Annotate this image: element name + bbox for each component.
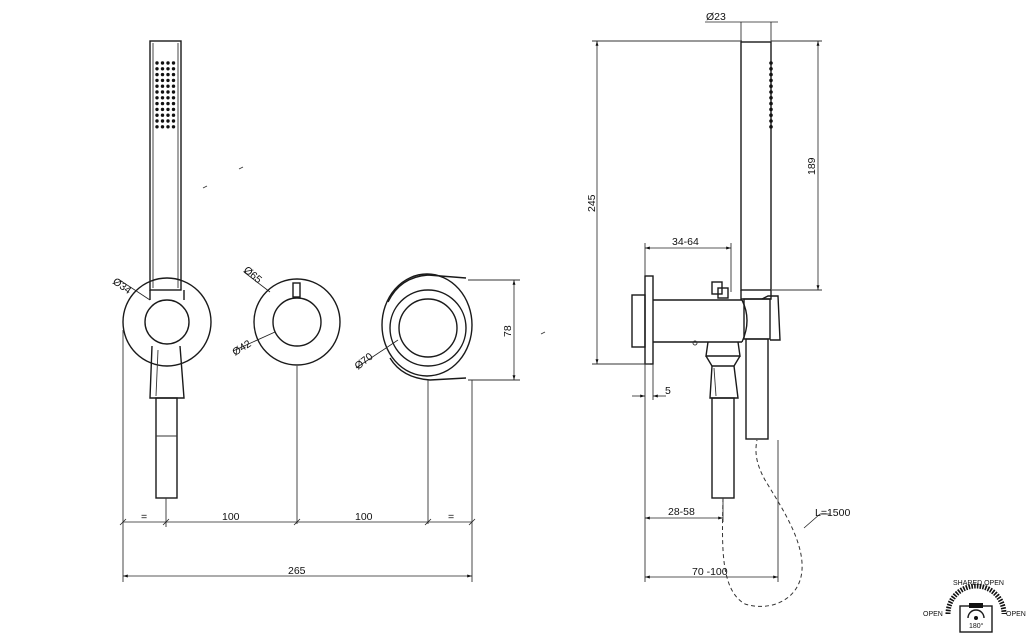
dimension-tick	[162, 518, 170, 526]
nozzle-dot-side	[769, 119, 773, 123]
legend-open-right: OPEN	[1006, 611, 1026, 618]
legend-open-left: OPEN	[923, 611, 943, 618]
nozzle-dot	[166, 67, 170, 71]
nozzle-dot	[155, 78, 159, 83]
nozzle-dot-side	[769, 84, 773, 88]
nozzle-dot	[160, 61, 165, 65]
nozzle-dot	[160, 101, 165, 106]
nozzle-dot	[160, 67, 165, 71]
dim-t5: 5	[665, 385, 671, 397]
nozzle-dot	[166, 61, 170, 65]
nozzle-dot	[171, 119, 176, 123]
dim-r70-100: 70 -100	[692, 566, 728, 578]
dim-r28-58: 28-58	[668, 506, 695, 518]
dim-eq-left: =	[141, 511, 147, 523]
nozzle-dot-side	[769, 72, 773, 77]
nozzle-dot	[166, 78, 170, 83]
dim-h78: 78	[502, 325, 514, 337]
hand-shower-front	[149, 40, 182, 291]
nozzle-dot-side	[769, 101, 773, 106]
dimension-tick	[468, 518, 476, 526]
mixer-plate-front	[253, 278, 341, 524]
nozzle-dot	[171, 113, 176, 117]
nozzle-dot	[171, 96, 176, 100]
dim-d65: Ø65	[241, 264, 264, 286]
nozzle-dot	[155, 96, 159, 100]
nozzle-dot	[160, 84, 165, 88]
diverter-knob-front	[381, 273, 473, 524]
nozzle-dot	[171, 72, 176, 77]
front-dimensions: Ø34 Ø65 Ø42 Ø70 78 = 100 100 = 265	[110, 264, 520, 582]
side-dimensions: Ø23 245 189 34-64 5 28-58 70 -100	[586, 11, 850, 582]
legend-angle: 180°	[969, 622, 984, 630]
nozzle-dot	[171, 67, 176, 71]
nozzle-dot-side	[769, 67, 773, 71]
nozzle-dot-side	[769, 78, 773, 83]
nozzle-dot	[160, 72, 165, 77]
dim-h189: 189	[806, 157, 818, 175]
nozzle-dot	[160, 78, 165, 83]
nozzle-grid	[155, 61, 176, 129]
nozzle-dot	[160, 107, 165, 112]
dim-w100-b: 100	[355, 511, 373, 523]
nozzle-dot	[166, 125, 170, 129]
nozzle-dot-side	[769, 61, 773, 65]
nozzle-dot-side	[769, 96, 773, 100]
dim-d34: Ø34	[110, 276, 133, 297]
nozzle-dot	[166, 90, 170, 94]
nozzle-dot	[171, 101, 176, 106]
nozzle-dot	[166, 101, 170, 106]
legend-shared-open: SHARED OPEN	[953, 580, 1004, 587]
dim-h245: 245	[586, 194, 598, 212]
dim-w265: 265	[288, 565, 306, 577]
nozzle-dot-side	[769, 125, 773, 129]
wall-outlet-left	[122, 277, 212, 499]
nozzle-dot	[155, 67, 159, 71]
nozzle-dot	[166, 107, 170, 112]
nozzle-dot	[166, 113, 170, 117]
hand-shower-side	[740, 41, 781, 440]
nozzle-dot	[155, 125, 159, 129]
nozzle-dot	[166, 84, 170, 88]
wall-body-side	[631, 275, 748, 499]
nozzle-dot	[171, 90, 176, 94]
nozzle-dot	[155, 101, 159, 106]
handle-operation-legend: SHARED OPEN OPEN OPEN 180°	[923, 580, 1026, 633]
nozzle-dot	[155, 119, 159, 123]
nozzle-dot	[155, 107, 159, 112]
nozzle-dot	[166, 72, 170, 77]
nozzle-dot	[171, 78, 176, 83]
nozzle-dot-side	[769, 107, 773, 112]
nozzle-dot	[171, 61, 176, 65]
nozzle-dot	[155, 113, 159, 117]
nozzle-dot	[160, 119, 165, 123]
dim-w100-a: 100	[222, 511, 240, 523]
nozzle-dot	[155, 72, 159, 77]
nozzle-dot	[171, 125, 176, 129]
nozzle-dot	[160, 113, 165, 117]
nozzle-dot	[166, 96, 170, 100]
nozzle-dot	[171, 107, 176, 112]
nozzle-dot	[155, 90, 159, 94]
nozzle-dot	[160, 125, 165, 129]
nozzle-dot	[155, 61, 159, 65]
dim-r34-64: 34-64	[672, 236, 699, 248]
nozzle-dot	[155, 84, 159, 88]
dim-eq-right: =	[448, 511, 454, 523]
nozzle-dot-side	[769, 90, 773, 94]
nozzle-dot	[160, 90, 165, 94]
nozzle-dot	[160, 96, 165, 100]
nozzle-dot	[166, 119, 170, 123]
nozzle-dot-side	[769, 113, 773, 117]
nozzle-dot	[171, 84, 176, 88]
dim-d23: Ø23	[706, 11, 726, 23]
dim-d42: Ø42	[230, 338, 253, 359]
dimension-tick	[293, 518, 301, 526]
dim-d70: Ø70	[352, 351, 375, 373]
hose-length-label: L=1500	[815, 507, 850, 519]
nozzle-row-side	[769, 61, 773, 129]
dimension-tick	[119, 518, 127, 526]
dimension-tick	[424, 518, 432, 526]
